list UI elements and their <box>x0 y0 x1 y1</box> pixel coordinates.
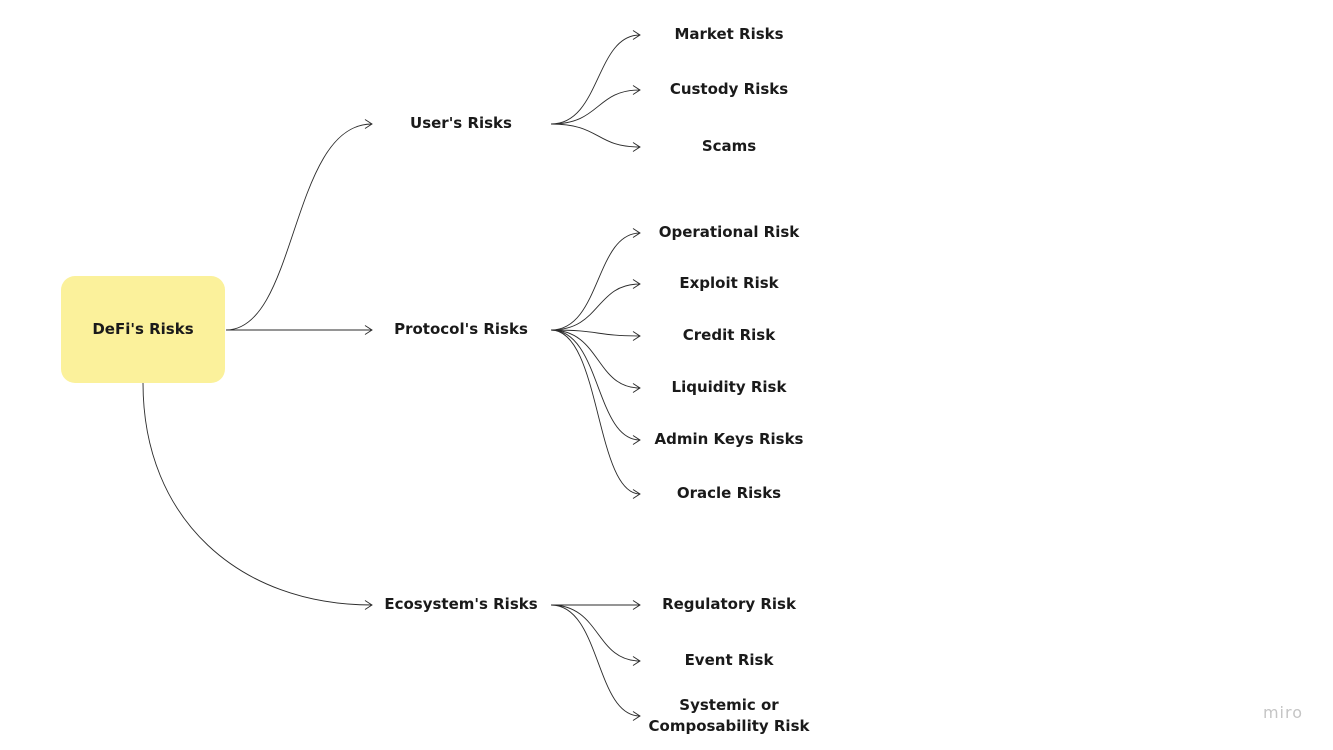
arrow-protocols <box>364 325 373 335</box>
miro-watermark: miro <box>1262 703 1303 722</box>
arrow-protocols-leaf-1 <box>632 279 641 289</box>
branch-users-risks[interactable]: User's Risks <box>410 114 512 132</box>
arrow-users-leaf-0 <box>632 30 641 40</box>
arrow-protocols-leaf-0 <box>632 228 641 238</box>
arrow-users-leaf-1 <box>632 85 641 95</box>
root-node[interactable]: DeFi's Risks <box>61 276 225 383</box>
arrow-protocols-leaf-2 <box>632 331 641 341</box>
leaf-credit-risk[interactable]: Credit Risk <box>682 326 776 344</box>
arrow-ecosystems-leaf-2 <box>632 711 641 721</box>
connector-protocols-leaf-2 <box>550 329 641 337</box>
branch-protocols-risks[interactable]: Protocol's Risks <box>394 320 528 338</box>
arrow-ecosystems-leaf-1 <box>632 656 641 666</box>
connector-root-ecosystems <box>142 382 373 606</box>
leaf-liquidity-risk[interactable]: Liquidity Risk <box>671 378 787 396</box>
arrow-protocols-leaf-5 <box>632 489 641 499</box>
leaf-admin-keys-risks[interactable]: Admin Keys Risks <box>654 430 804 448</box>
arrow-users <box>364 119 373 129</box>
connector-protocols-leaf-5 <box>550 329 641 495</box>
leaf-oracle-risks[interactable]: Oracle Risks <box>676 484 782 502</box>
connector-protocols-leaf-4 <box>550 329 641 441</box>
leaf-scams[interactable]: Scams <box>701 137 757 155</box>
arrow-ecosystems <box>364 600 373 610</box>
leaf-market-risks[interactable]: Market Risks <box>674 25 784 43</box>
connector-users-leaf-1 <box>550 89 641 125</box>
root-label: DeFi's Risks <box>92 320 194 338</box>
connector-users-leaf-0 <box>550 34 641 125</box>
leaf-regulatory-risk[interactable]: Regulatory Risk <box>662 595 796 613</box>
leaf-event-risk[interactable]: Event Risk <box>684 651 774 669</box>
connector-ecosystems-leaf-1 <box>550 604 641 662</box>
connector-root-users <box>225 123 373 331</box>
leaf-custody-risks[interactable]: Custody Risks <box>669 80 789 98</box>
arrow-protocols-leaf-3 <box>632 383 641 393</box>
connector-protocols-leaf-0 <box>550 232 641 331</box>
arrow-users-leaf-2 <box>632 142 641 152</box>
leaf-exploit-risk[interactable]: Exploit Risk <box>679 274 779 292</box>
arrow-ecosystems-leaf-0 <box>632 600 641 610</box>
leaf-systemic-composability-risk[interactable]: Systemic or Composability Risk <box>648 696 810 735</box>
leaf-operational-risk[interactable]: Operational Risk <box>658 223 800 241</box>
connector-users-leaf-2 <box>550 123 641 148</box>
connector-protocols-leaf-1 <box>550 283 641 331</box>
arrow-protocols-leaf-4 <box>632 435 641 445</box>
connector-ecosystems-leaf-2 <box>550 604 641 717</box>
branch-ecosystems-risks[interactable]: Ecosystem's Risks <box>384 595 538 613</box>
connector-protocols-leaf-3 <box>550 329 641 389</box>
